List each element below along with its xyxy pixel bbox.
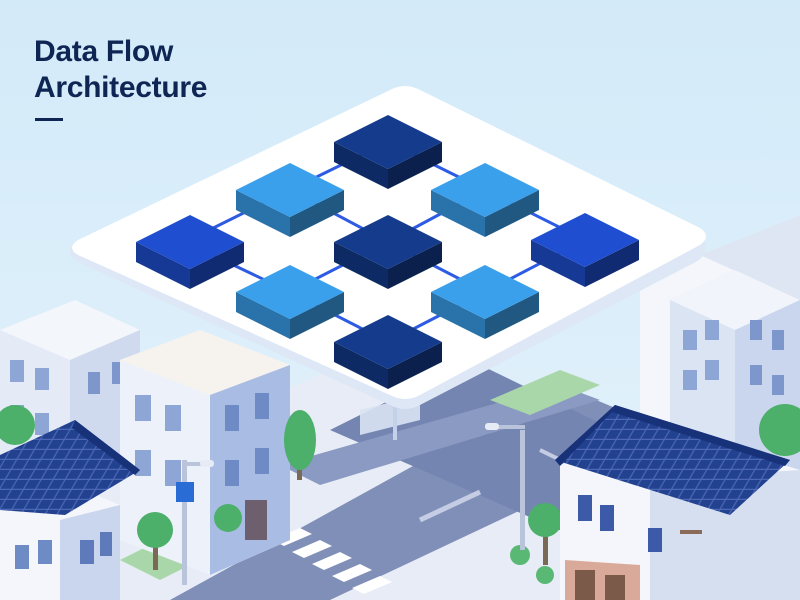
lower-right-node [431, 265, 539, 339]
bottom-node-left-face [334, 342, 388, 389]
left-node-left-face [136, 242, 190, 289]
right-node-top-face [531, 213, 639, 267]
city-background [0, 215, 800, 600]
title-line-2: Architecture [34, 71, 208, 104]
lower-left-node [236, 265, 344, 339]
lower-right-node-right-face [485, 292, 539, 339]
title-line-1: Data Flow [34, 35, 173, 68]
center-node-right-face [388, 242, 442, 289]
lower-right-node-top-face [431, 265, 539, 319]
upper-right-node-top-face [431, 163, 539, 217]
center-node-left-face [334, 242, 388, 289]
house-left [0, 420, 140, 600]
center-node-top-face [334, 215, 442, 269]
upper-left-node [236, 163, 344, 237]
street-lamp-left [176, 460, 214, 585]
street-lamp-right [485, 423, 525, 550]
center-node [334, 215, 442, 289]
left-node-right-face [190, 242, 244, 289]
left-node-top-face [136, 215, 244, 269]
left-node [136, 215, 244, 289]
page-title: Data Flow Architecture [34, 34, 207, 106]
upper-left-node-left-face [236, 190, 290, 237]
tree-left [137, 512, 173, 570]
tree-small [214, 504, 242, 532]
upper-right-node-left-face [431, 190, 485, 237]
upper-left-node-top-face [236, 163, 344, 217]
upper-right-node [431, 163, 539, 237]
tree-far-right [759, 404, 800, 456]
top-node-top-face [334, 115, 442, 169]
bottom-node [334, 315, 442, 389]
tree-center [284, 410, 316, 480]
bottom-node-top-face [334, 315, 442, 369]
tree-far-left [0, 405, 35, 445]
lower-right-node-left-face [431, 292, 485, 339]
lower-left-node-top-face [236, 265, 344, 319]
title-underline [35, 118, 63, 121]
lower-left-node-right-face [290, 292, 344, 339]
top-node [334, 115, 442, 189]
upper-left-node-right-face [290, 190, 344, 237]
nodes-layer [136, 115, 639, 389]
bottom-node-right-face [388, 342, 442, 389]
upper-right-node-right-face [485, 190, 539, 237]
house-right [555, 405, 800, 600]
right-node-left-face [531, 240, 585, 287]
right-node-right-face [585, 240, 639, 287]
right-node [531, 213, 639, 287]
grass-patch-right [490, 370, 600, 415]
top-node-left-face [334, 142, 388, 189]
lower-left-node-left-face [236, 292, 290, 339]
top-node-right-face [388, 142, 442, 189]
